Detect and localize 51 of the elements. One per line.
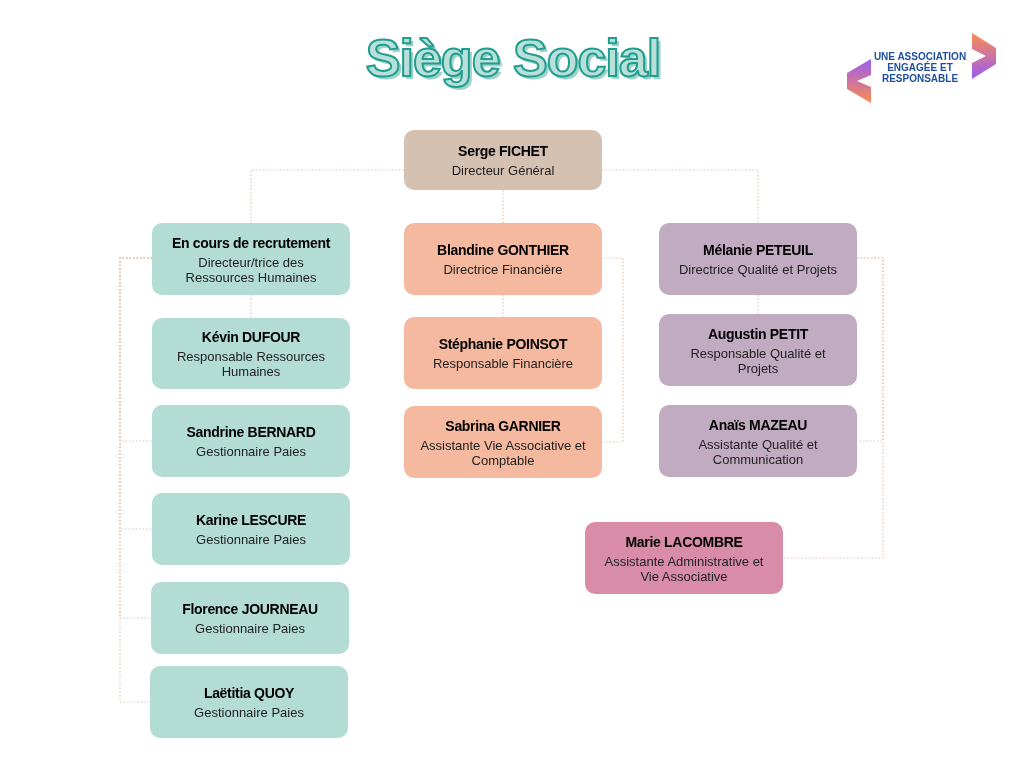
job-title: Directeur Général [451,163,555,178]
person-name: Sandrine BERNARD [186,423,316,441]
person-name: Karine LESCURE [195,511,307,529]
position-card [404,130,602,190]
connector-line [250,169,405,224]
job-title: Responsable Ressources Humaines [175,349,327,379]
job-title: Assistante Qualité et Communication [697,436,819,467]
position-card [659,314,857,386]
job-title: Assistante Administrative et Vie Associative [603,553,765,584]
position-card [151,582,349,654]
connector-line [782,257,884,559]
connector-line [601,169,759,224]
person-name: Kévin DUFOUR [201,328,301,346]
person-name: Augustin PETIT [708,324,808,343]
position-card [659,223,857,295]
connector-line [502,294,504,318]
job-title: Gestionnaire Paies [195,621,305,636]
job-title: Responsable Financière [432,356,574,371]
connector-line [601,257,624,443]
job-title: Directrice Qualité et Projets [678,262,838,277]
person-name: Florence JOURNEAU [182,600,318,618]
job-title: Responsable Qualité et Projets [689,345,827,376]
slogan-text: UNE ASSOCIATION ENGAGÉE ET RESPONSABLE [872,51,968,84]
person-name: Anaïs MAZEAU [708,415,808,434]
position-card [152,405,350,477]
person-name: Blandine GONTHIER [437,241,569,259]
person-name: Marie LACOMBRE [625,532,743,551]
position-card [152,493,350,565]
person-name: Stéphanie POINSOT [438,335,568,353]
job-title: Assistante Vie Associative et Comptable [419,437,587,468]
position-card [150,666,348,738]
job-title: Directeur/trice des Ressources Humaines [184,254,318,285]
job-title: Gestionnaire Paies [196,532,306,547]
position-card [404,406,602,478]
position-card [404,317,602,389]
person-name: Sabrina GARNIER [445,416,561,435]
position-card [152,223,350,295]
position-card [585,522,783,594]
connector-line [119,257,153,703]
connector-line [502,189,504,224]
job-title: Gestionnaire Paies [194,705,304,720]
person-name: Serge FICHET [458,142,548,160]
person-name: En cours de recrutement [171,233,330,252]
person-name: Laëtitia QUOY [203,684,295,702]
job-title: Gestionnaire Paies [196,444,306,459]
position-card [404,223,602,295]
job-title: Directrice Financière [443,262,563,277]
person-name: Mélanie PETEUIL [703,241,813,259]
position-card [152,318,350,389]
page-title: Siège Social [364,28,662,89]
position-card [659,405,857,477]
